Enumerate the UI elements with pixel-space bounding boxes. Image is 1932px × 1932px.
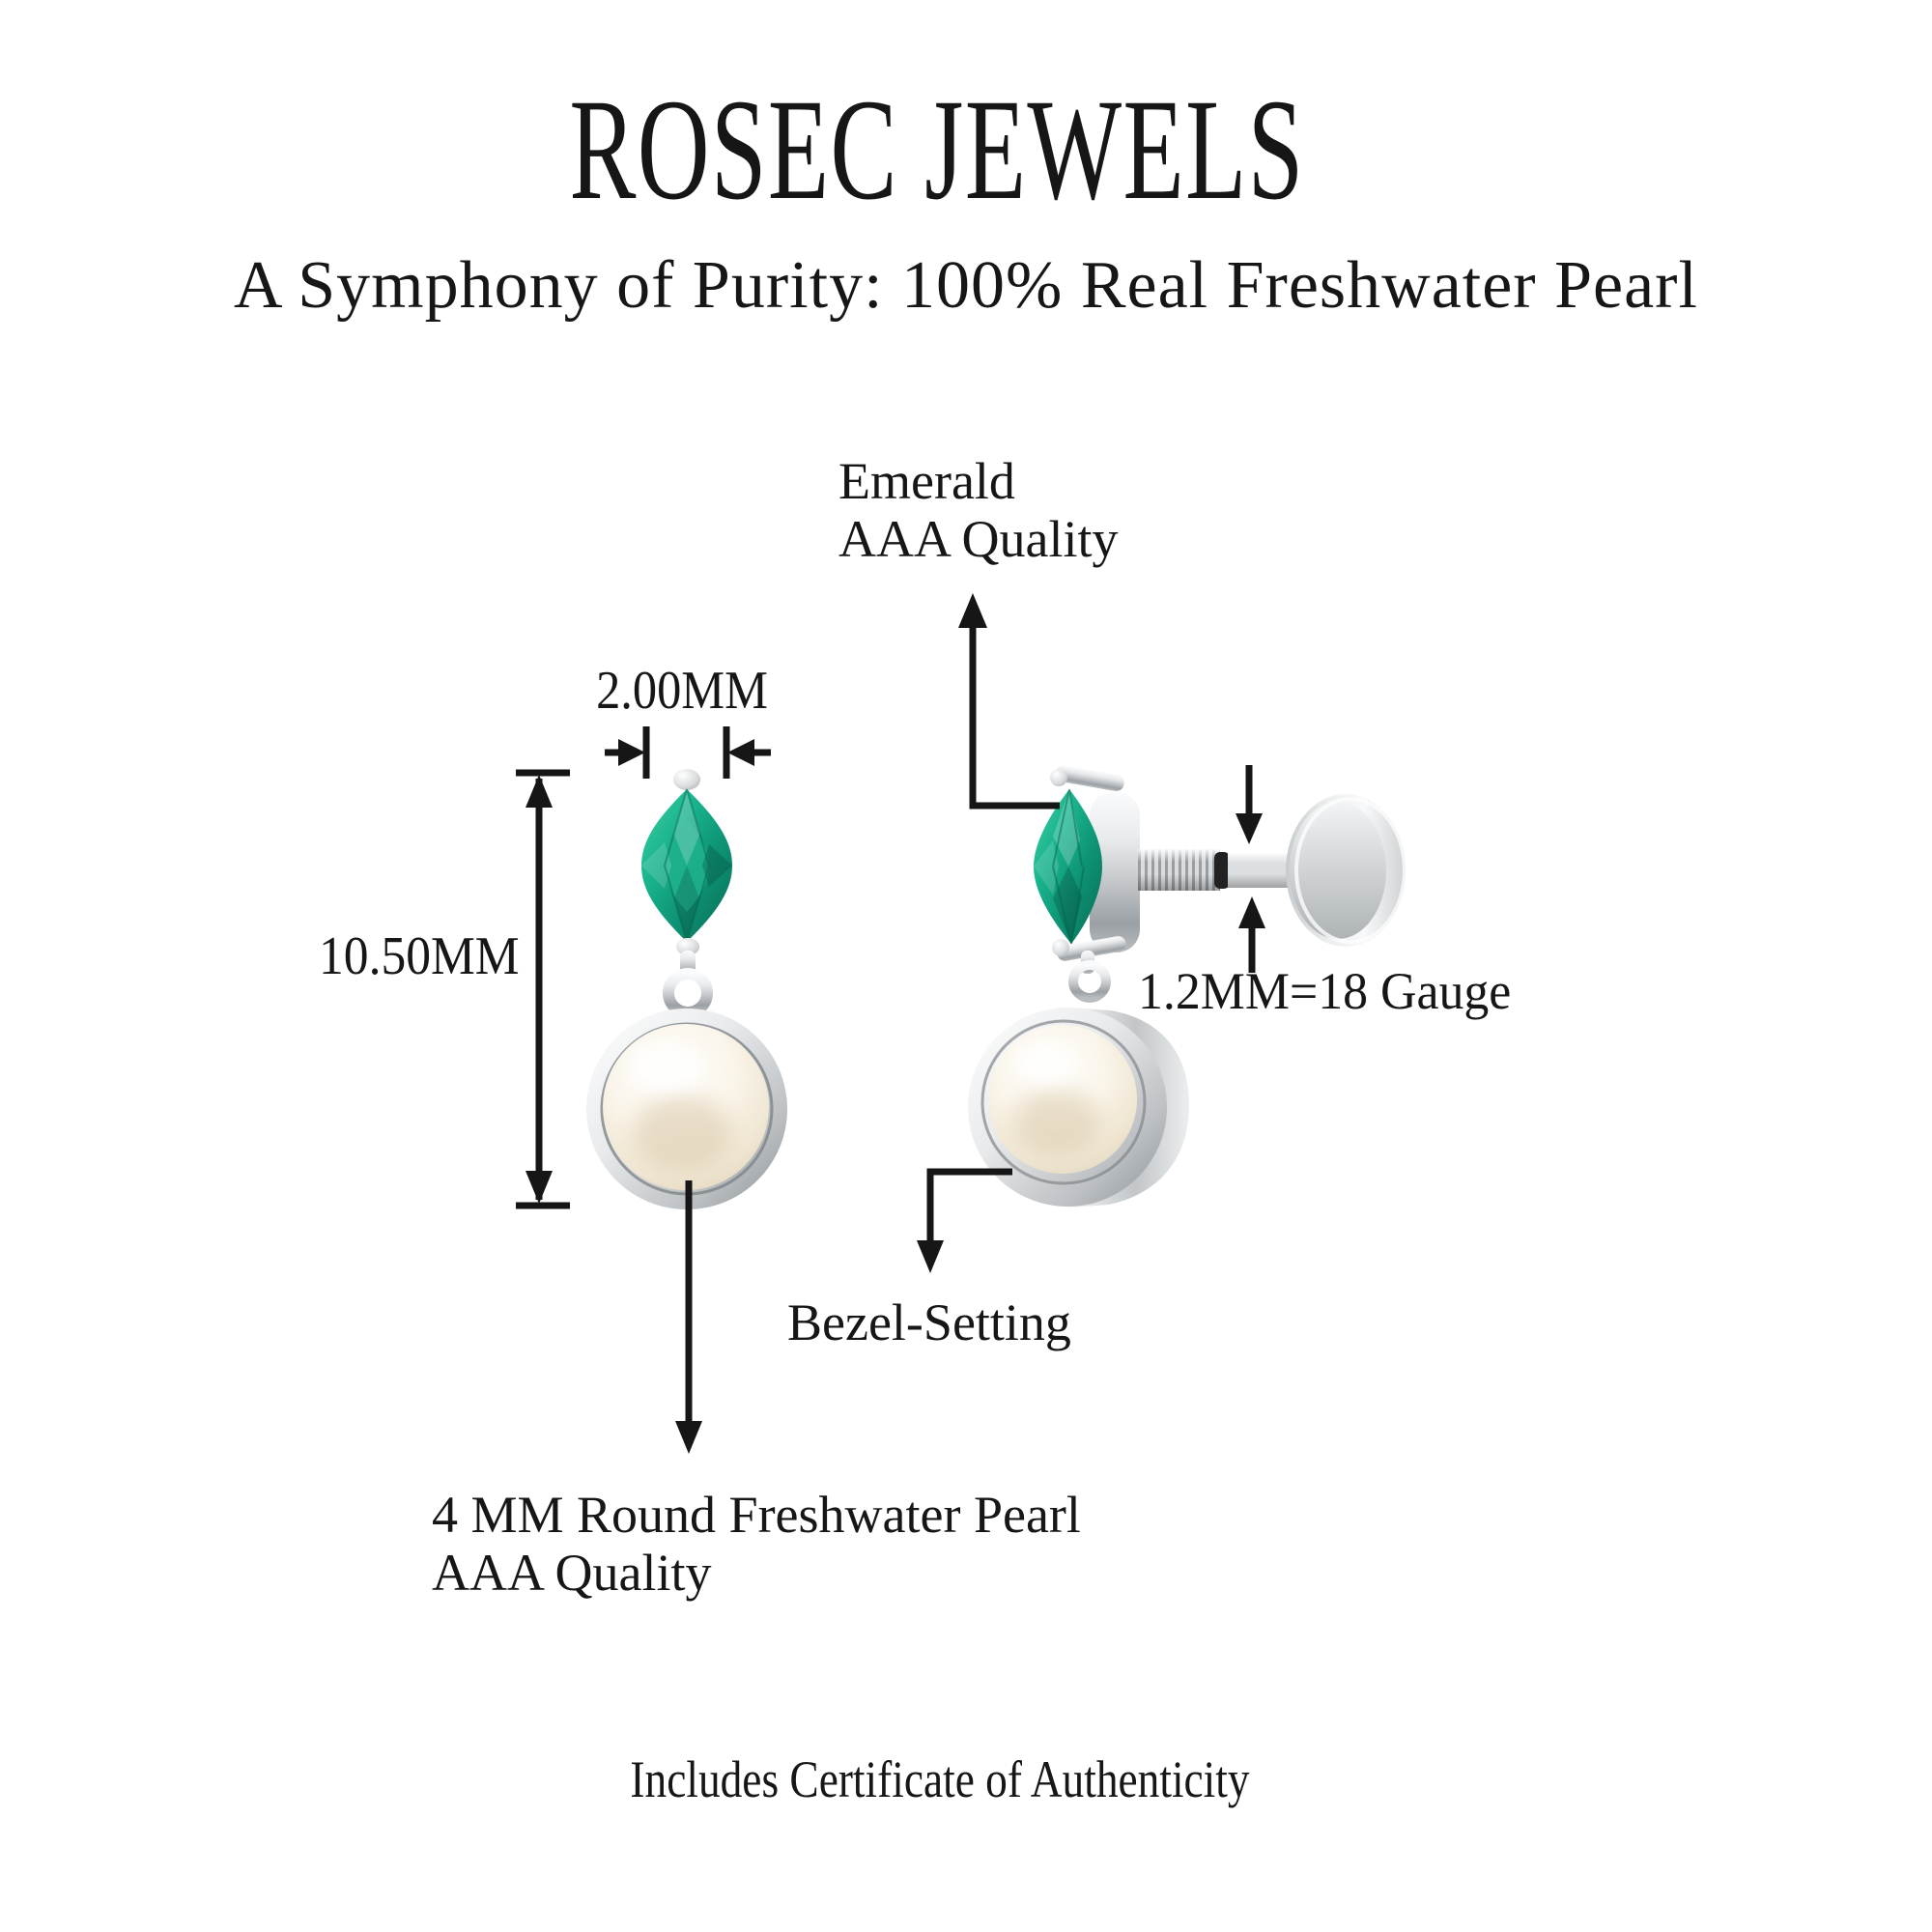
pearl-callout-line1: 4 MM Round Freshwater Pearl xyxy=(432,1486,1081,1544)
prong-top-side xyxy=(1055,765,1124,792)
pearl-side-highlight xyxy=(1012,1042,1078,1083)
emerald-pointer-line xyxy=(958,593,1060,810)
labret-disc-face xyxy=(1290,802,1386,939)
bail-ring-side xyxy=(1068,960,1111,1003)
bezel-pointer-line xyxy=(917,1168,1012,1273)
bezel-setting-label: Bezel-Setting xyxy=(787,1293,1071,1351)
pearl-highlight xyxy=(626,1042,703,1091)
prong-ball-top-side xyxy=(1050,769,1067,786)
emerald-callout: Emerald AAA Quality xyxy=(838,452,1119,568)
bezel-side-rim xyxy=(980,1019,1147,1185)
dimension-height-line xyxy=(516,769,570,1209)
prong-ball-bottom-side xyxy=(1052,939,1069,956)
gauge-pointer-arrows xyxy=(1236,765,1265,973)
width-dimension-label: 2.00MM xyxy=(596,661,768,721)
pearl-pointer-line xyxy=(675,1180,702,1454)
prong-bottom-side xyxy=(1057,936,1126,961)
emerald-side-gem xyxy=(1034,788,1102,945)
gauge-label: 1.2MM=18 Gauge xyxy=(1138,962,1512,1020)
gem-base-plate xyxy=(1090,792,1140,952)
height-dimension-label: 10.50MM xyxy=(319,926,520,986)
earring-front-view xyxy=(586,769,787,1209)
pearl-side-shadow xyxy=(1012,1090,1101,1157)
bail-ring xyxy=(663,968,713,1018)
brand-title: ROSEC JEWELS xyxy=(569,70,1305,230)
annotation-lines xyxy=(516,593,1265,1454)
tagline: A Symphony of Purity: 100% Real Freshwat… xyxy=(234,248,1698,323)
pearl-callout-line2: AAA Quality xyxy=(432,1544,712,1602)
prong-ball-top xyxy=(673,769,700,790)
emerald-callout-line2: AAA Quality xyxy=(838,510,1119,568)
pearl-shadow xyxy=(632,1095,732,1173)
earring-side-view xyxy=(968,765,1406,1208)
threaded-post-shading xyxy=(1138,849,1220,891)
emerald-callout-line1: Emerald xyxy=(838,452,1015,510)
prong-ball-bottom xyxy=(676,938,699,955)
labret-disc-rim xyxy=(1294,797,1406,944)
o-ring xyxy=(1214,852,1230,889)
dimension-width-arrows xyxy=(605,726,771,779)
emerald-front-gem xyxy=(641,788,732,943)
certificate-note: Includes Certificate of Authenticity xyxy=(630,1750,1250,1808)
pearl-callout: 4 MM Round Freshwater Pearl AAA Quality xyxy=(432,1486,1081,1602)
